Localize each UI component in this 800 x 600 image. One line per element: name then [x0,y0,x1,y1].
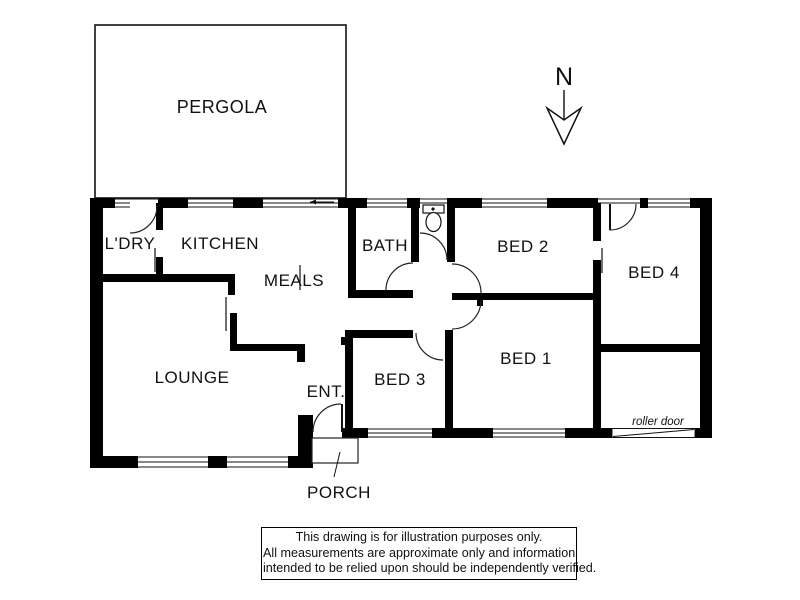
north-label: N [555,63,573,91]
door-arc-bed4 [609,203,637,231]
window-wc [420,198,447,204]
label-bed3: BED 3 [374,370,426,389]
label-laundry: L'DRY [105,234,156,253]
slider-arrow [310,199,316,205]
label-kitchen: KITCHEN [181,234,259,253]
label-bed1: BED 1 [500,349,552,368]
door-arc-bath [385,262,414,291]
wall-meals-bath [348,208,356,298]
wall-lounge-entry [230,344,305,351]
disclaimer-line-3: intended to be relied upon should be ind… [263,561,597,576]
windows-top [115,198,690,208]
label-pergola: PERGOLA [177,97,268,117]
door-arc-bed3 [415,332,444,361]
window-meals [263,198,338,208]
wall-bath-bottom [348,290,413,298]
window-lounge-1 [138,456,208,468]
pergola-outline [94,24,347,199]
window-bath [367,198,407,208]
door-arc-bed1 [451,299,482,330]
window-laundry [115,198,130,208]
window-kitchen [188,198,233,208]
door-arc-wc [419,232,448,261]
disclaimer-line-2: All measurements are approximate only an… [263,545,576,560]
label-lounge: LOUNGE [155,368,230,387]
wall-bottom-lounge [90,456,313,468]
disclaimer-line-1: This drawing is for illustration purpose… [295,530,543,544]
roller-door [611,428,696,438]
door-arc-laundry [129,205,158,234]
label-entry: ENT. [307,382,346,401]
wall-entry-stub [297,351,305,362]
door-arc-entry [312,403,342,433]
wall-bath-right [411,203,419,262]
window-bed4 [648,198,690,208]
wall-left [90,198,103,468]
wall-laundry-kitchen-bottom [156,257,163,281]
label-meals: MEALS [264,271,324,290]
wall-kitchen-stub [228,282,235,295]
wall-wc-right [447,203,455,262]
window-bed1 [493,428,565,438]
window-lounge-2 [227,456,288,468]
wall-lounge-vertical [230,313,237,351]
doors [129,203,637,433]
wall-bed2-bed4-top [593,203,601,241]
window-bed3 [368,428,432,438]
label-bath: BATH [362,236,408,255]
label-roller-door: roller door [632,416,685,428]
porch-leader-line [333,451,341,478]
label-bed4: BED 4 [628,263,680,282]
toilet-button [431,207,435,211]
toilet-bowl [425,211,442,233]
door-arc-bed2 [451,263,482,294]
interior-walls [103,203,712,430]
north-arrow-head [545,105,583,146]
wall-bed4-garage [593,344,712,352]
label-porch: PORCH [307,483,371,502]
wall-bed3-top [345,330,413,338]
wall-right [700,198,712,438]
wall-bed3-left [345,330,353,428]
wall-kitchen-lounge [103,274,235,282]
disclaimer-box: This drawing is for illustration purpose… [261,527,597,580]
label-bed2: BED 2 [497,237,549,256]
wall-bottom-wing [342,428,712,438]
toilet-fixture [422,204,445,233]
window-bed2 [482,198,547,208]
wall-bed3-left-stub [341,337,348,345]
north-arrow: N [545,63,583,146]
wall-laundry-kitchen-top [156,203,163,230]
wall-bed2-bed1 [452,293,597,300]
jamb-bed1 [477,300,483,306]
wall-bed3-bed1 [445,330,453,428]
porch-outline [311,437,359,478]
wall-entry-step [298,415,313,468]
